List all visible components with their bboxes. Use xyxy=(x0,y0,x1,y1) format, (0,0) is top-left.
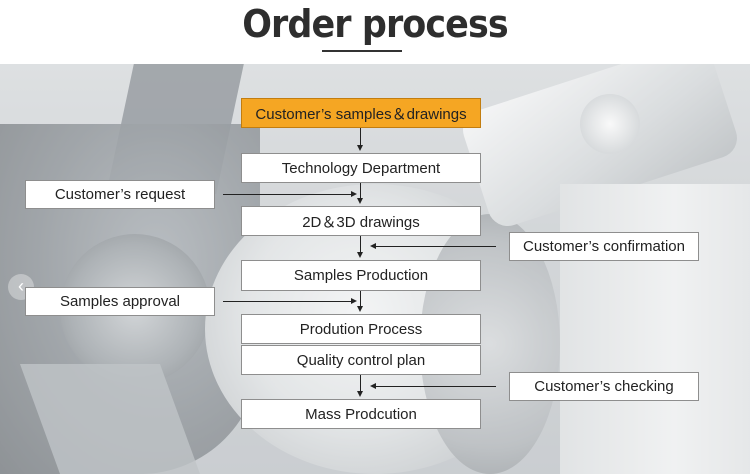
arrow-down-icon xyxy=(357,391,363,397)
input-customer-request: Customer’s request xyxy=(25,180,215,209)
arrow-down-icon xyxy=(357,252,363,258)
connector-6 xyxy=(360,375,361,392)
step-technology-department: Technology Department xyxy=(241,153,481,183)
arrow-down-icon xyxy=(357,198,363,204)
arrow-right-icon xyxy=(351,191,357,197)
input-line-request xyxy=(223,194,353,195)
connector-1 xyxy=(360,128,361,146)
input-samples-approval: Samples approval xyxy=(25,287,215,316)
input-customer-confirmation: Customer’s confirmation xyxy=(509,232,699,261)
connector-2 xyxy=(360,183,361,199)
arrow-down-icon xyxy=(357,145,363,151)
connector-3 xyxy=(360,236,361,253)
title-bar: Order process xyxy=(0,0,750,64)
connector-4 xyxy=(360,291,361,307)
title-underline xyxy=(322,50,402,52)
input-line-approval xyxy=(223,301,353,302)
arrow-left-icon xyxy=(370,243,376,249)
step-quality-control-plan: Quality control plan xyxy=(241,345,481,375)
input-line-checking xyxy=(376,386,496,387)
step-production-process: Prodution Process xyxy=(241,314,481,344)
arrow-down-icon xyxy=(357,306,363,312)
step-samples-production: Samples Production xyxy=(241,260,481,291)
step-customer-samples: Customer’s samples＆drawings xyxy=(241,98,481,128)
input-line-confirmation xyxy=(376,246,496,247)
input-customer-checking: Customer’s checking xyxy=(509,372,699,401)
step-mass-production: Mass Prodcution xyxy=(241,399,481,429)
step-2d-3d-drawings: 2D＆3D drawings xyxy=(241,206,481,236)
arrow-left-icon xyxy=(370,383,376,389)
arrow-right-icon xyxy=(351,298,357,304)
page-title: Order process xyxy=(242,2,508,46)
